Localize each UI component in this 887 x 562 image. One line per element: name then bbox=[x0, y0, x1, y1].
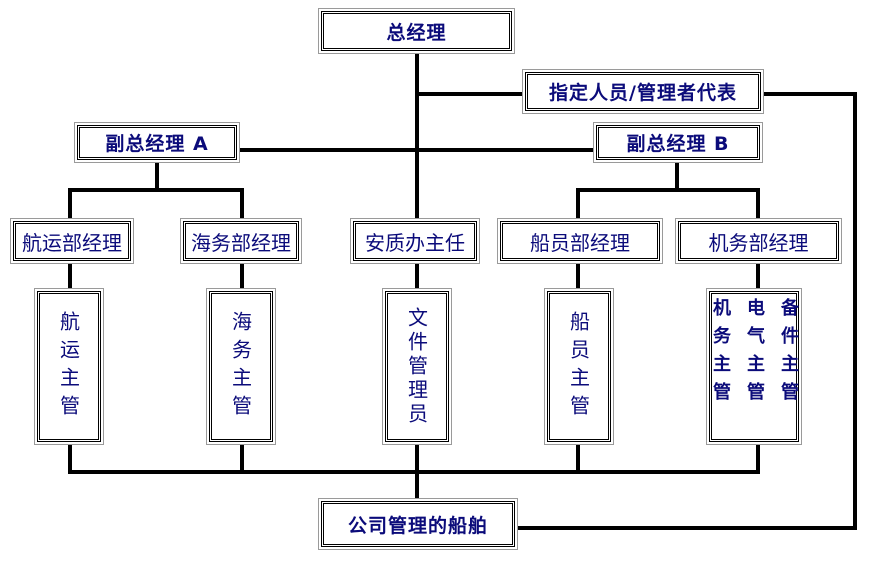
supervisor-label: 文件管理员 bbox=[385, 291, 449, 442]
document-admin-box: 文件管理员 bbox=[382, 288, 452, 445]
supervisor-label: 机务主管 bbox=[710, 298, 731, 410]
general-manager-label: 总经理 bbox=[321, 11, 512, 51]
management-rep-box: 指定人员/管理者代表 bbox=[522, 69, 764, 114]
dept-label: 安质办主任 bbox=[353, 221, 477, 261]
engineering-supervisors-box: 备件主管 电气主管 机务主管 bbox=[706, 288, 802, 445]
dept-shipping-box: 航运部经理 bbox=[10, 218, 134, 264]
deputy-b-box: 副总经理 B bbox=[593, 122, 763, 163]
dept-crew-box: 船员部经理 bbox=[497, 218, 663, 264]
dept-marine-box: 海务部经理 bbox=[180, 218, 302, 264]
general-manager-box: 总经理 bbox=[318, 8, 515, 54]
supervisor-label: 船员主管 bbox=[547, 291, 611, 442]
dept-label: 航运部经理 bbox=[13, 221, 131, 261]
dept-label: 机务部经理 bbox=[678, 221, 839, 261]
supervisor-label: 备件主管 bbox=[778, 298, 799, 410]
company-ships-label: 公司管理的船舶 bbox=[321, 501, 515, 547]
dept-label: 船员部经理 bbox=[500, 221, 660, 261]
deputy-a-box: 副总经理 A bbox=[74, 122, 240, 163]
dept-label: 海务部经理 bbox=[183, 221, 299, 261]
deputy-b-label: 副总经理 B bbox=[596, 125, 760, 160]
dept-engineering-box: 机务部经理 bbox=[675, 218, 842, 264]
dept-safety-box: 安质办主任 bbox=[350, 218, 480, 264]
company-ships-box: 公司管理的船舶 bbox=[318, 498, 518, 550]
supervisor-label: 航运主管 bbox=[37, 291, 101, 442]
deputy-a-label: 副总经理 A bbox=[77, 125, 237, 160]
supervisor-marine-box: 海务主管 bbox=[206, 288, 276, 445]
engineering-supervisors-inner: 备件主管 电气主管 机务主管 bbox=[709, 291, 799, 442]
supervisor-label: 电气主管 bbox=[744, 298, 765, 410]
supervisor-crew-box: 船员主管 bbox=[544, 288, 614, 445]
management-rep-label: 指定人员/管理者代表 bbox=[525, 72, 761, 111]
supervisor-label: 海务主管 bbox=[209, 291, 273, 442]
supervisor-shipping-box: 航运主管 bbox=[34, 288, 104, 445]
